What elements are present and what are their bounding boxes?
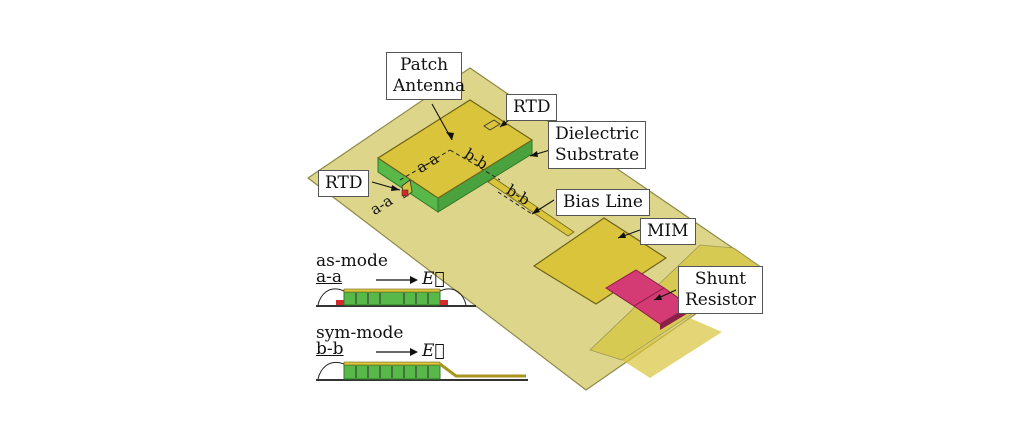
as-mode-fringe-left — [317, 288, 345, 306]
bias-arrowhead — [532, 207, 540, 214]
as-mode-title: as-mode — [316, 251, 388, 271]
as-mode-e-arrowhead — [410, 276, 418, 284]
label-patch-line1: Patch — [399, 55, 449, 75]
label-mim: MIM — [640, 218, 696, 245]
as-mode-rtd-right — [440, 300, 448, 305]
rtd-left-device — [401, 189, 409, 197]
bias-line — [487, 177, 575, 237]
sym-mode-bias-line — [439, 362, 526, 378]
cut-line-bb — [449, 149, 501, 181]
sym-mode-e-arrowhead — [410, 348, 418, 356]
sym-mode-patch — [343, 361, 441, 366]
label-shunt-line1: Shunt — [694, 269, 747, 289]
label-shunt-resistor: Shunt Resistor — [678, 266, 763, 314]
sym-mode-fringe-left — [317, 362, 345, 380]
label-shunt-line2: Resistor — [685, 290, 756, 310]
as-mode-patch — [343, 288, 441, 293]
sym-mode-cut-label: b-b — [316, 339, 344, 359]
label-dielectric-substrate: Dielectric Substrate — [548, 121, 647, 169]
label-bias-line: Bias Line — [556, 189, 650, 216]
dielectric-arrowhead — [530, 151, 538, 157]
label-bias-line-text: Bias Line — [563, 192, 643, 212]
as-mode-e-symbol: E⃗ — [422, 269, 445, 289]
sym-mode-e-symbol: E⃗ — [422, 341, 445, 361]
mim-arrowhead — [618, 232, 626, 238]
sym-mode-title: sym-mode — [316, 323, 404, 343]
rtd-top-device — [483, 119, 501, 131]
patch-arrowhead — [446, 132, 454, 140]
label-rtd-left-text: RTD — [325, 173, 363, 193]
mim-capacitor — [532, 217, 668, 305]
label-rtd-left: RTD — [318, 170, 370, 197]
as-mode-fringe-right — [439, 288, 467, 306]
rtd-top-arrowhead — [500, 120, 507, 127]
label-dielectric-line1: Dielectric — [555, 124, 640, 144]
label-rtd-top-text: RTD — [513, 97, 551, 117]
label-patch-line2: Antenna — [393, 76, 466, 96]
bottom-strip — [622, 318, 722, 378]
label-rtd-top: RTD — [506, 94, 558, 121]
label-patch-antenna: Patch Antenna — [386, 52, 466, 100]
as-mode-rtd-left — [336, 300, 344, 305]
label-mim-text: MIM — [647, 221, 689, 241]
as-mode-substrate — [343, 291, 441, 306]
shunt-arrowhead — [654, 294, 662, 300]
rtd-left-arrowhead — [391, 185, 400, 191]
cut-line-aa — [399, 149, 451, 181]
label-dielectric-line2: Substrate — [555, 145, 640, 165]
as-mode-cut-label: a-a — [316, 267, 343, 287]
